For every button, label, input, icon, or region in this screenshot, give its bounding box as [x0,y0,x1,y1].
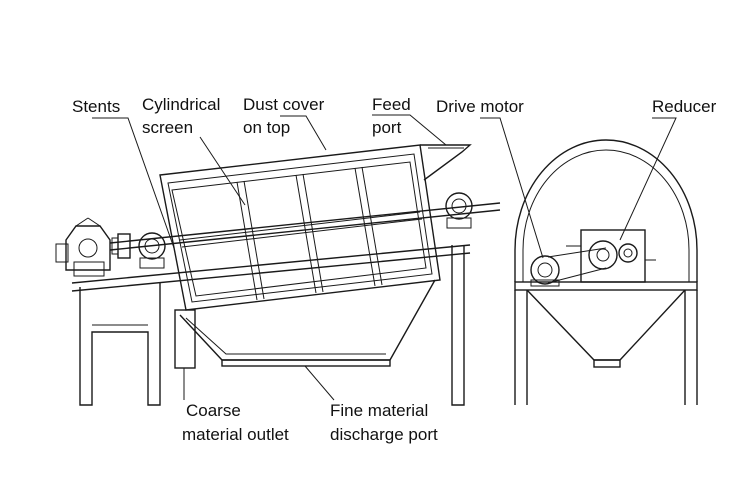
label-reducer: Reducer [652,97,717,116]
leader-stents [92,117,175,249]
label-stents: Stents [72,97,120,116]
label-cylindrical-screen-line1: Cylindrical [142,95,220,114]
coarse-outlet-chute [174,309,196,369]
label-dust-cover-line1: Dust cover [243,95,325,114]
right-support-stand [451,245,465,406]
end-view-frame [514,281,698,405]
shaft-coupling [111,233,131,259]
leader-feed-port [372,114,447,146]
cylindrical-screen-body [159,144,441,311]
left-support-stand [79,282,161,406]
label-drive-motor: Drive motor [436,97,524,116]
inclined-frame-beam [71,244,471,292]
label-fine-discharge-line1: Fine material [330,401,428,420]
leader-cylindrical-screen [199,136,246,206]
label-dust-cover-line2: on top [243,118,290,137]
feed-port [420,144,472,181]
leader-reducer [619,117,677,241]
labels: Stents Cylindrical screen Dust cover on … [72,95,717,444]
drive-motor [530,255,560,287]
right-bearing [445,192,473,229]
end-view-hopper [526,289,686,368]
side-gear-reducer [55,217,111,277]
end-view-dust-cover [514,139,698,282]
label-feed-port-line1: Feed [372,95,411,114]
end-view [514,139,698,405]
reducer [566,229,656,283]
left-bearing [138,232,166,269]
fine-discharge-hopper [179,279,436,367]
leader-fine-discharge [304,365,335,401]
label-cylindrical-screen-line2: screen [142,118,193,137]
leader-lines [92,114,677,401]
label-coarse-outlet-line1: Coarse [186,401,241,420]
drive-belt [547,247,607,284]
label-feed-port-line2: port [372,118,402,137]
label-coarse-outlet-line2: material outlet [182,425,289,444]
leader-dust-cover [280,115,327,151]
leader-drive-motor [480,117,544,259]
label-fine-discharge-line2: discharge port [330,425,438,444]
side-view [55,144,501,406]
